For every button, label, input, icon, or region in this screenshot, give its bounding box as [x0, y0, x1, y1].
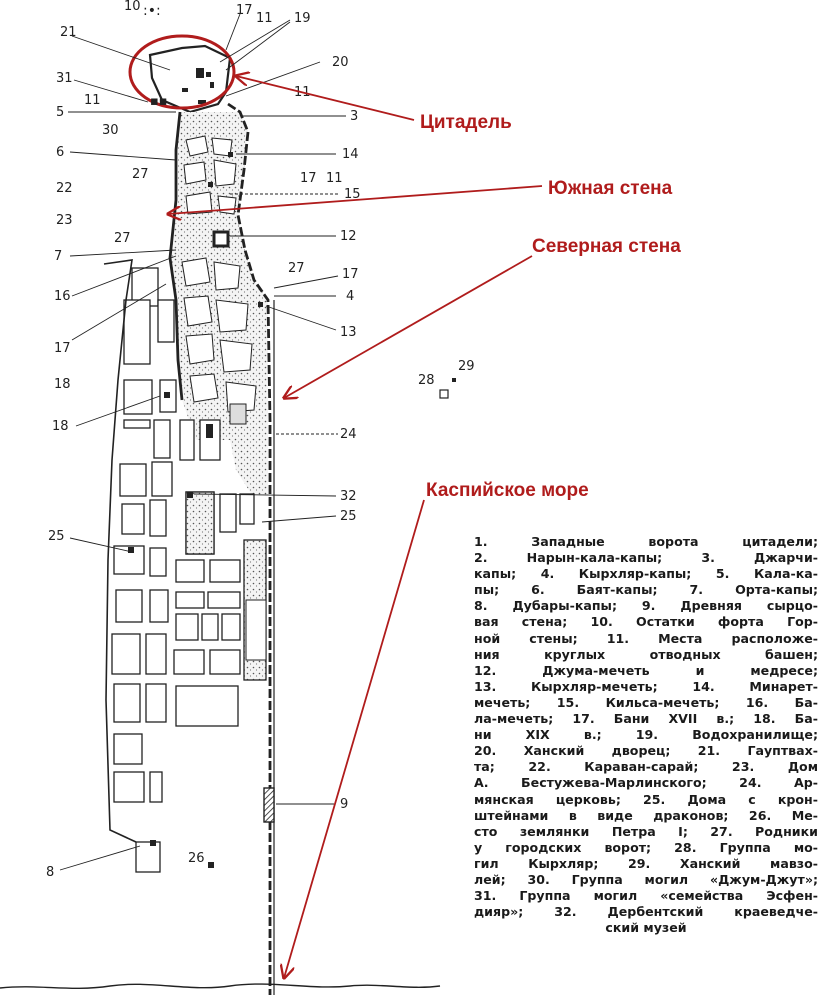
label-15: 15 — [344, 187, 361, 202]
label-25: 25 — [340, 509, 357, 524]
peter-dugout-mark — [208, 862, 214, 868]
label-30: 30 — [102, 123, 119, 138]
label-4: 4 — [346, 289, 354, 304]
label-31: 31 — [56, 71, 73, 86]
legend-line: пы; 6. Баят-капы; 7. Орта-капы; — [474, 582, 818, 598]
label-28: 28 — [418, 373, 435, 388]
label-13: 13 — [340, 325, 357, 340]
label-20: 20 — [332, 55, 349, 70]
label-25: 25 — [48, 529, 65, 544]
map-legend: 1. Западные ворота цитадели;2. Нарын-кал… — [474, 534, 818, 936]
label-18: 18 — [52, 419, 69, 434]
label-17: 17 — [54, 341, 71, 356]
label-5: 5 — [56, 105, 64, 120]
legend-line: мянская церковь; 25. Дома с крон- — [474, 791, 818, 807]
label-8: 8 — [46, 865, 54, 880]
label-23: 23 — [56, 213, 73, 228]
coastline — [0, 983, 441, 990]
label-14: 14 — [342, 147, 359, 162]
annotation-arrows — [168, 76, 543, 978]
svg-text:▪▪: ▪▪ — [150, 94, 168, 109]
new-town-blocks — [111, 267, 255, 873]
citadel-outline — [148, 44, 232, 114]
label-19: 19 — [294, 11, 311, 26]
legend-line: 20. Ханский дворец; 21. Гауптвах- — [474, 743, 818, 759]
number-labels: 10 17 11 19 21 20 11 31 5 11 30 3 6 14 2… — [46, 0, 475, 880]
old-town-blocks — [181, 135, 257, 413]
legend-line: капы; 4. Кырхляр-капы; 5. Кала-ка- — [474, 566, 818, 582]
legend-line: та; 22. Караван-сарай; 23. Дом — [474, 759, 818, 775]
legend-line: гил Кырхляр; 29. Ханский мавзо- — [474, 855, 818, 871]
legend-line: мечеть; 15. Кильса-мечеть; 16. Ба- — [474, 694, 818, 710]
label-26: 26 — [188, 851, 205, 866]
label-11: 11 — [256, 11, 273, 26]
label-21: 21 — [60, 25, 77, 40]
legend-line: ский музей — [605, 920, 687, 936]
label-17: 17 — [236, 3, 253, 18]
annotation-south-wall: Южная стена — [548, 178, 673, 199]
legend-line: ной стены; 11. Места расположе- — [474, 630, 818, 646]
north-wall — [227, 102, 272, 995]
label-7: 7 — [54, 249, 62, 264]
label-24: 24 — [340, 427, 357, 442]
label-32: 32 — [340, 489, 357, 504]
label-22: 22 — [56, 181, 73, 196]
label-12: 12 — [340, 229, 357, 244]
label-10: 10 — [124, 0, 141, 14]
legend-line: штейнами в виде драконов; 26. Ме- — [474, 807, 818, 823]
legend-line: 2. Нарын-кала-капы; 3. Джарчи- — [474, 550, 818, 566]
legend-line: 31. Группа могил «семейства Эсфен- — [474, 888, 818, 904]
label-16: 16 — [54, 289, 71, 304]
svg-text::•:: :•: — [143, 3, 161, 19]
ancient-wall-mark — [263, 787, 275, 823]
annotation-citadel: Цитадель — [420, 112, 512, 133]
leader-lines — [59, 13, 346, 871]
label-17: 17 — [300, 171, 317, 186]
legend-line: 8. Дубары-капы; 9. Древняя сырцо- — [474, 598, 818, 614]
legend-line: А. Бестужева-Марлинского; 24. Ар- — [474, 775, 818, 791]
label-11: 11 — [84, 93, 101, 108]
annotation-north-wall: Северная стена — [532, 236, 681, 257]
label-11: 11 — [326, 171, 343, 186]
label-6: 6 — [56, 145, 64, 160]
legend-line: 1. Западные ворота цитадели; — [474, 534, 818, 549]
legend-line: сто землянки Петра I; 27. Родники — [474, 823, 818, 839]
legend-line: лей; 30. Группа могил «Джум-Джут»; — [474, 871, 818, 887]
label-18: 18 — [54, 377, 71, 392]
label-29: 29 — [458, 359, 475, 374]
label-9: 9 — [340, 797, 348, 812]
label-27: 27 — [132, 167, 149, 182]
legend-line: дияр»; 32. Дербентский краеведче- — [474, 904, 818, 920]
khan-palace-mark — [196, 68, 204, 78]
legend-line: 13. Кырхляр-мечеть; 14. Минарет- — [474, 678, 818, 694]
legend-line: у городских ворот; 28. Группа мо- — [474, 839, 818, 855]
legend-line: вая стена; 10. Остатки форта Гор- — [474, 614, 818, 630]
annotation-caspian-sea: Каспийское море — [426, 480, 589, 501]
label-27: 27 — [114, 231, 131, 246]
legend-line: ла-мечеть; 17. Бани XVII в.; 18. Ба- — [474, 711, 818, 727]
label-17: 17 — [342, 267, 359, 282]
juma-mosque-mark — [212, 230, 230, 248]
legend-line: ни XIX в.; 19. Водохранилище; — [474, 727, 818, 743]
label-27: 27 — [288, 261, 305, 276]
legend-line: ния круглых отводных башен; — [474, 646, 818, 662]
legend-line: 12. Джума-мечеть и медресе; — [474, 662, 818, 678]
kyrkhlyar-graves-mark — [439, 389, 449, 399]
label-3: 3 — [350, 109, 358, 124]
